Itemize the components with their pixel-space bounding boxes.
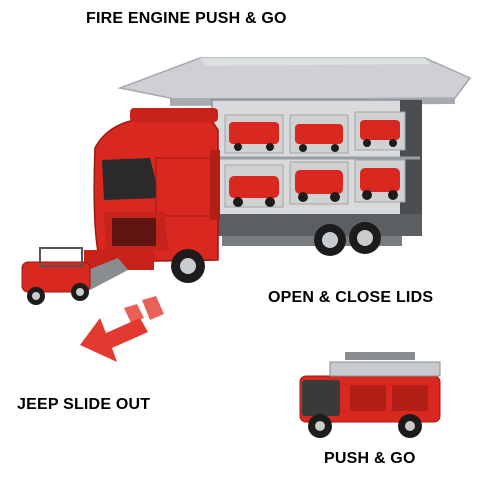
- caption-open-close-lids: OPEN & CLOSE LIDS: [268, 289, 434, 306]
- caption-fire-engine-push-go: FIRE ENGINE PUSH & GO: [86, 10, 287, 27]
- slide-out-arrow: [80, 296, 164, 362]
- transparent-lid: [117, 57, 472, 106]
- trailer-wheels: [314, 222, 381, 256]
- cab-wheels: [171, 249, 205, 283]
- fire-engine-toy: [299, 352, 441, 438]
- caption-push-and-go: PUSH & GO: [324, 450, 416, 467]
- caption-jeep-slide-out: JEEP SLIDE OUT: [17, 396, 151, 413]
- jeep-toy: [21, 247, 91, 305]
- truck-cab: [84, 108, 220, 270]
- stored-vehicles: [224, 111, 406, 208]
